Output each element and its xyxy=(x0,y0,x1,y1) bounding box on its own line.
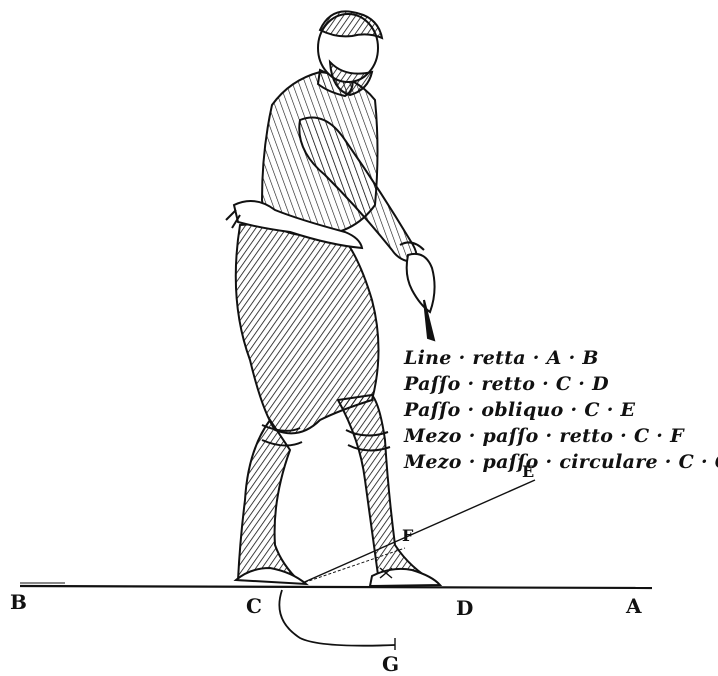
swordsman-figure-icon xyxy=(226,11,440,586)
point-label-f: F xyxy=(402,526,413,545)
point-label-d: D xyxy=(456,596,473,620)
legend-mezo-passo-retto: Mezo · paſſo · retto · C · F xyxy=(404,423,718,449)
mezo-passo-circulare-c-g xyxy=(279,590,395,646)
line-retta-a-b xyxy=(20,583,652,588)
point-label-b: B xyxy=(10,590,27,614)
point-label-a: A xyxy=(626,594,642,618)
point-label-g: G xyxy=(382,652,399,676)
legend-mezo-passo-circulare: Mezo · paſſo · circulare · C · G xyxy=(404,449,718,475)
legend-passo-retto: Paſſo · retto · C · D xyxy=(404,371,718,397)
step-legend: Line · retta · A · B Paſſo · retto · C ·… xyxy=(404,345,718,475)
passo-obliquo-c-e xyxy=(300,480,535,584)
legend-line-retta: Line · retta · A · B xyxy=(404,345,718,371)
legend-passo-obliquo: Paſſo · obliquo · C · E xyxy=(404,397,718,423)
point-label-c: C xyxy=(246,594,262,618)
